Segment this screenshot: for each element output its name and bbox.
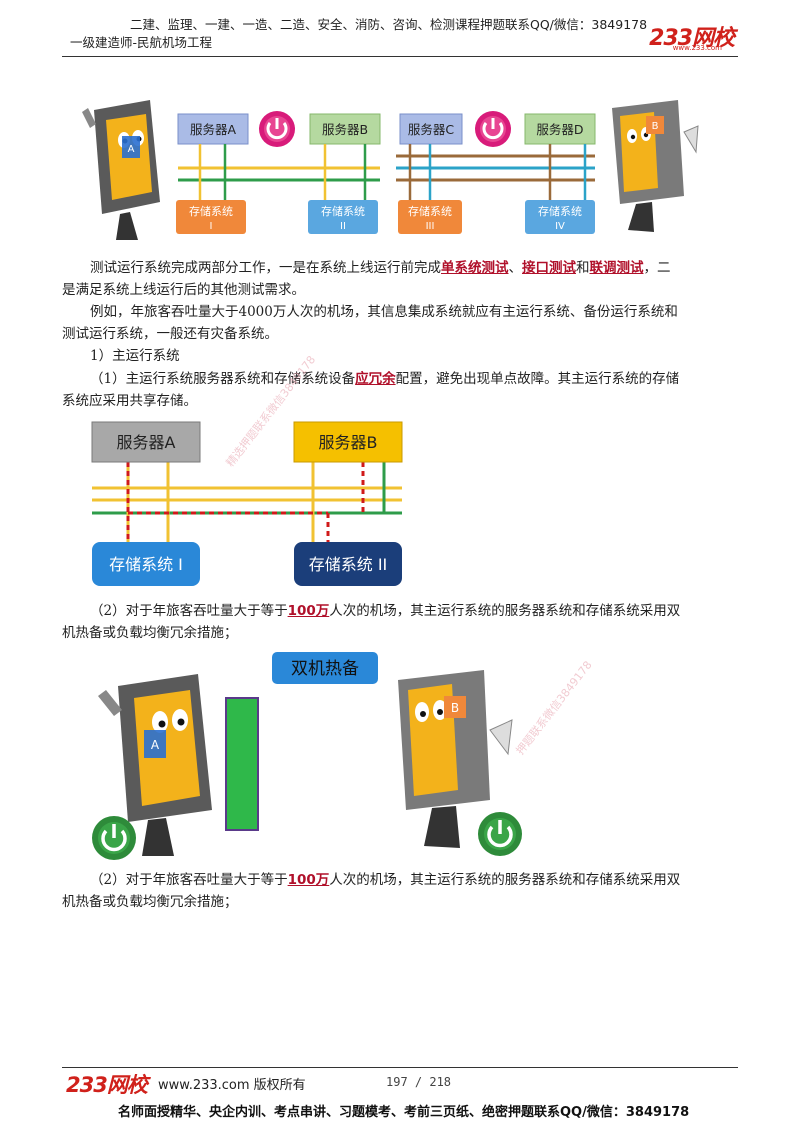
- paragraph-redundancy-cont: 系统应采用共享存储。: [62, 393, 197, 409]
- power-icon: [478, 812, 522, 856]
- mascot-a-label: A: [151, 738, 160, 752]
- power-icon: [475, 111, 511, 147]
- paragraph-hot-standby-repeat: （2）对于年旅客吞吐量大于等于100万人次的机场，其主运行系统的服务器系统和存储…: [90, 869, 680, 891]
- footer-promo: 名师面授精华、央企内训、考点串讲、习题模考、考前三页纸、绝密押题联系QQ/微信：…: [118, 1105, 690, 1120]
- mascot-b-label: B: [451, 701, 459, 715]
- mascot-a-icon: A: [98, 674, 212, 856]
- section-heading-main-system: 1）主运行系统: [90, 348, 180, 364]
- para1-keyword-unit-test: 单系统测试: [441, 260, 509, 276]
- diagram-hot-standby: 双机热备 A B: [92, 652, 522, 860]
- para4-text-a: （1）主运行系统服务器系统和存储系统设备: [90, 371, 356, 387]
- para4-keyword-redundant: 应冗余: [355, 371, 396, 387]
- paragraph-hot-standby: （2）对于年旅客吞吐量大于等于100万人次的机场，其主运行系统的服务器系统和存储…: [90, 600, 680, 622]
- para5-text-a: （2）对于年旅客吞吐量大于等于: [90, 603, 288, 619]
- para6-text-a: （2）对于年旅客吞吐量大于等于: [90, 872, 288, 888]
- storage-3-number: III: [426, 221, 435, 232]
- mascot-a-label: A: [128, 144, 135, 155]
- para1-text-a: 测试运行系统完成两部分工作，一是在系统上线运行前完成: [90, 260, 441, 276]
- shared-storage-2-label: 存储系统 II: [309, 555, 388, 574]
- storage-2-number: II: [340, 221, 346, 232]
- storage-4-label: 存储系统: [538, 204, 582, 218]
- storage-1-number: I: [210, 221, 213, 232]
- para5-text-b: 人次的机场，其主运行系统的服务器系统和存储系统采用双: [329, 603, 681, 619]
- para1-keyword-interface-test: 接口测试: [522, 260, 576, 276]
- storage-4-number: IV: [555, 221, 565, 232]
- storage-3-label: 存储系统: [408, 204, 452, 218]
- mascot-b-icon: B: [612, 100, 699, 232]
- shared-server-b-label: 服务器B: [319, 433, 378, 452]
- footer-rule: [62, 1067, 738, 1068]
- header-logo-url: www.233.com: [672, 44, 722, 52]
- header-subject: 一级建造师-民航机场工程: [70, 35, 213, 50]
- page-number: 197 / 218: [386, 1075, 452, 1089]
- server-c-label: 服务器C: [408, 122, 455, 137]
- power-icon: [259, 111, 295, 147]
- paragraph-hot-standby-cont: 机热备或负载均衡冗余措施；: [62, 625, 238, 641]
- diagram-shared-storage: 服务器A 服务器B 存储系统 I 存储系统 II: [91, 421, 403, 586]
- diagram-four-servers: A 服务器A 服务器B 存储系统 I 存储系统 II 服务器C 服务器D 存储系…: [82, 100, 699, 240]
- mascot-a-icon: A: [82, 100, 160, 240]
- header-contact-line: 二建、监理、一建、一造、二造、安全、消防、咨询、检测课程押题联系QQ/微信：38…: [130, 17, 648, 32]
- mascot-b-icon: B: [398, 670, 513, 848]
- paragraph-example-line1: 例如，年旅客吞吐量大于4000万人次的机场，其信息集成系统就应有主运行系统、备份…: [90, 304, 678, 320]
- server-a-label: 服务器A: [190, 122, 237, 137]
- para1-sep-2: 和: [576, 260, 590, 276]
- paragraph-hot-standby-repeat-cont: 机热备或负载均衡冗余措施；: [62, 894, 238, 910]
- para1-text-b: ，二: [643, 260, 671, 276]
- shared-server-a-label: 服务器A: [117, 433, 176, 452]
- para1-keyword-joint-test: 联调测试: [589, 260, 644, 276]
- footer-logo: 233网校: [66, 1073, 148, 1097]
- header-logo: 233网校: [649, 26, 735, 51]
- server-d-label: 服务器D: [536, 122, 583, 137]
- para6-text-b: 人次的机场，其主运行系统的服务器系统和存储系统采用双: [329, 872, 681, 888]
- header-rule: [62, 56, 738, 57]
- server-b-label: 服务器B: [322, 122, 368, 137]
- shared-storage-1-label: 存储系统 I: [109, 555, 183, 574]
- power-icon: [92, 816, 136, 860]
- storage-2-label: 存储系统: [321, 204, 365, 218]
- mascot-b-label: B: [652, 121, 659, 132]
- para4-text-b: 配置，避免出现单点故障。其主运行系统的存储: [395, 371, 680, 387]
- paragraph-redundancy: （1）主运行系统服务器系统和存储系统设备应冗余配置，避免出现单点故障。其主运行系…: [90, 368, 679, 390]
- storage-1-label: 存储系统: [189, 204, 233, 218]
- para1-sep-1: 、: [508, 260, 523, 276]
- footer-copyright: www.233.com 版权所有: [158, 1078, 306, 1093]
- hot-standby-title: 双机热备: [291, 659, 359, 679]
- standby-bar: [225, 697, 259, 831]
- paragraph-example-line2: 测试运行系统，一般还有灾备系统。: [62, 326, 278, 342]
- paragraph-test-system-cont: 是满足系统上线运行后的其他测试需求。: [62, 282, 305, 298]
- paragraph-test-system: 测试运行系统完成两部分工作，一是在系统上线运行前完成单系统测试、接口测试和联调测…: [90, 257, 671, 279]
- para6-keyword-million: 100万: [287, 872, 330, 888]
- para5-keyword-million: 100万: [287, 603, 330, 619]
